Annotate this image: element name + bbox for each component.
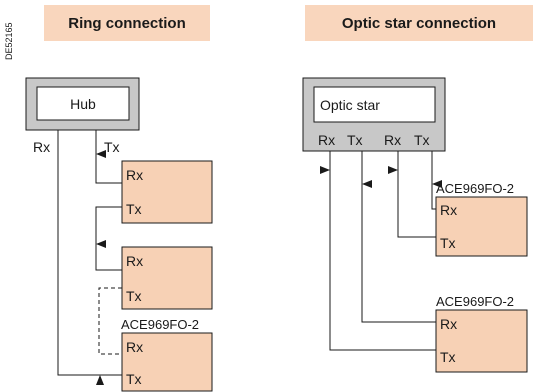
star-port-1: Rx [318,132,335,148]
ring-module-2 [121,246,213,310]
star-port-3: Rx [384,132,401,148]
star-module-1-tx: Tx [440,235,456,251]
ring-module-1 [121,160,213,224]
ring-module-3 [121,332,213,392]
ring-module-3-tx: Tx [126,371,142,387]
star-module-1-rx: Rx [440,202,457,218]
ring-hub-tx: Tx [104,139,120,155]
ring-hub-label: Hub [70,96,96,112]
star-port-2: Tx [347,132,363,148]
star-section: Optic star connection Optic star Rx Tx R… [302,5,533,373]
star-wiring [320,151,442,351]
ring-module-2-tx: Tx [126,288,142,304]
star-hub-label: Optic star [320,97,380,113]
figure-id: DE52165 [4,22,14,60]
star-hub-box [313,86,436,123]
ring-module-1-rx: Rx [126,167,143,183]
star-title: Optic star connection [342,15,496,32]
ring-title: Ring connection [68,15,186,32]
star-port-4: Tx [414,132,430,148]
star-module-1-name: ACE969FO-2 [436,181,514,196]
ring-module-1-tx: Tx [126,201,142,217]
star-module-2-name: ACE969FO-2 [436,294,514,309]
star-module-2 [435,309,528,373]
star-module-2-rx: Rx [440,316,457,332]
ring-section: Ring connection Hub Rx Tx Rx Tx Rx Tx AC… [25,5,213,392]
ring-module-2-rx: Rx [126,253,143,269]
ring-title-band [44,5,210,41]
ring-hub-rx: Rx [33,139,50,155]
ring-module-3-name: ACE969FO-2 [121,317,199,332]
star-module-2-tx: Tx [440,349,456,365]
ring-hub-box [36,86,130,121]
ring-wiring [57,130,122,385]
ring-module-3-rx: Rx [126,339,143,355]
star-title-band [305,5,533,41]
star-module-1 [435,196,528,257]
